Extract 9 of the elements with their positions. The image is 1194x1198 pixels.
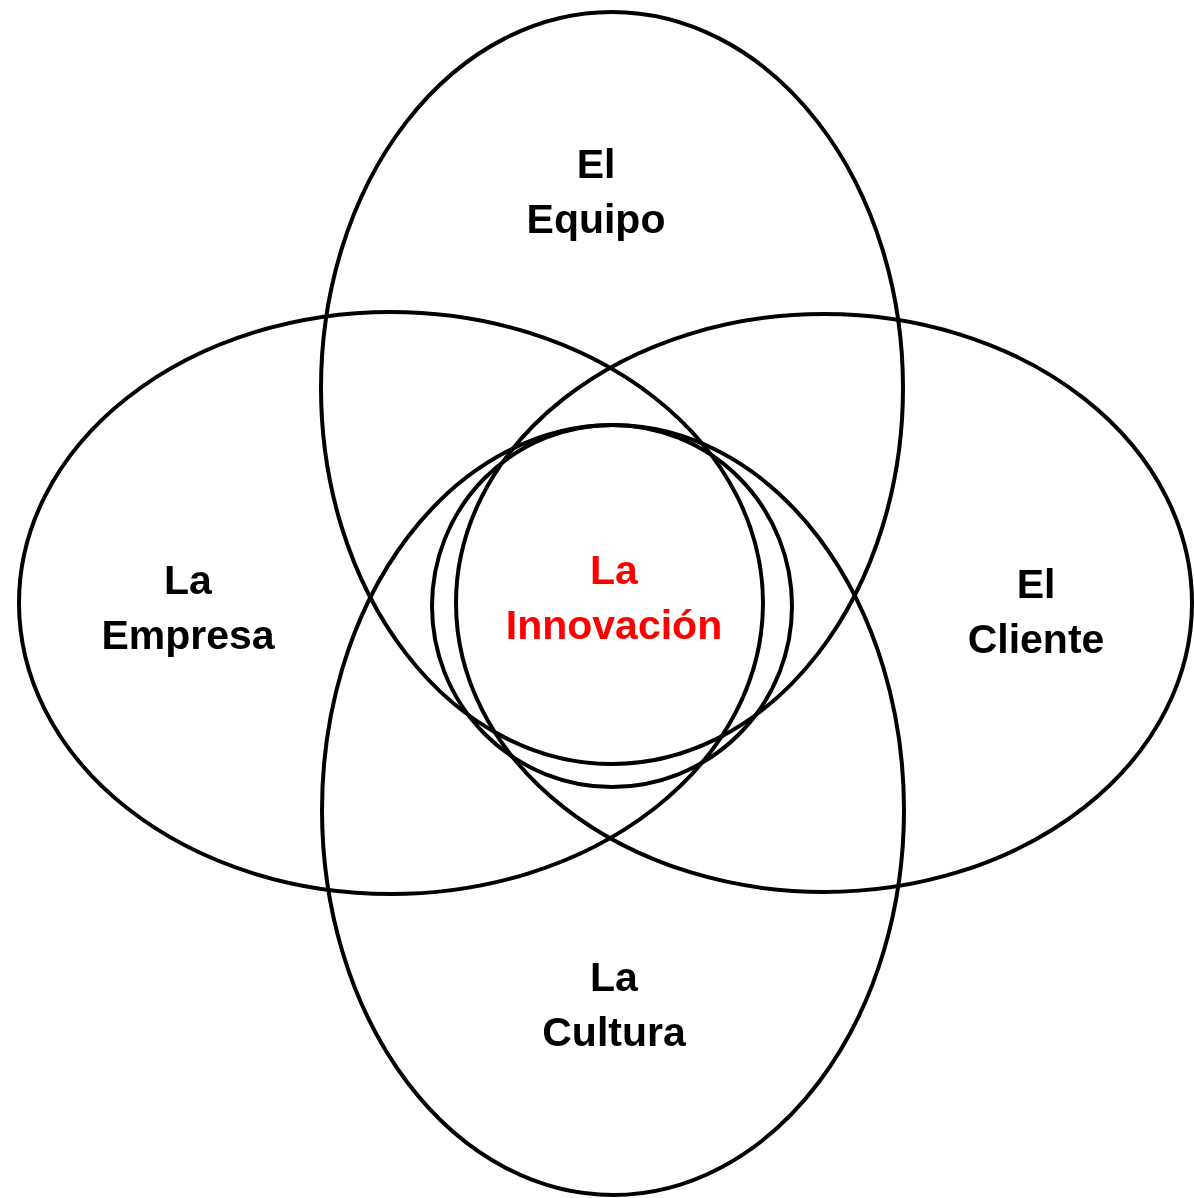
venn-ellipse [321, 12, 903, 764]
ellipse-label: La Innovación [505, 546, 723, 650]
ellipse-label: La Cultura [542, 953, 686, 1057]
venn-ellipse [456, 314, 1192, 892]
ellipse-label: El Cliente [967, 560, 1105, 664]
venn-ellipse [322, 425, 904, 1195]
ellipse-label: La Empresa [101, 556, 275, 660]
ellipse-label: El Equipo [526, 140, 666, 244]
venn-ellipse [19, 312, 763, 894]
